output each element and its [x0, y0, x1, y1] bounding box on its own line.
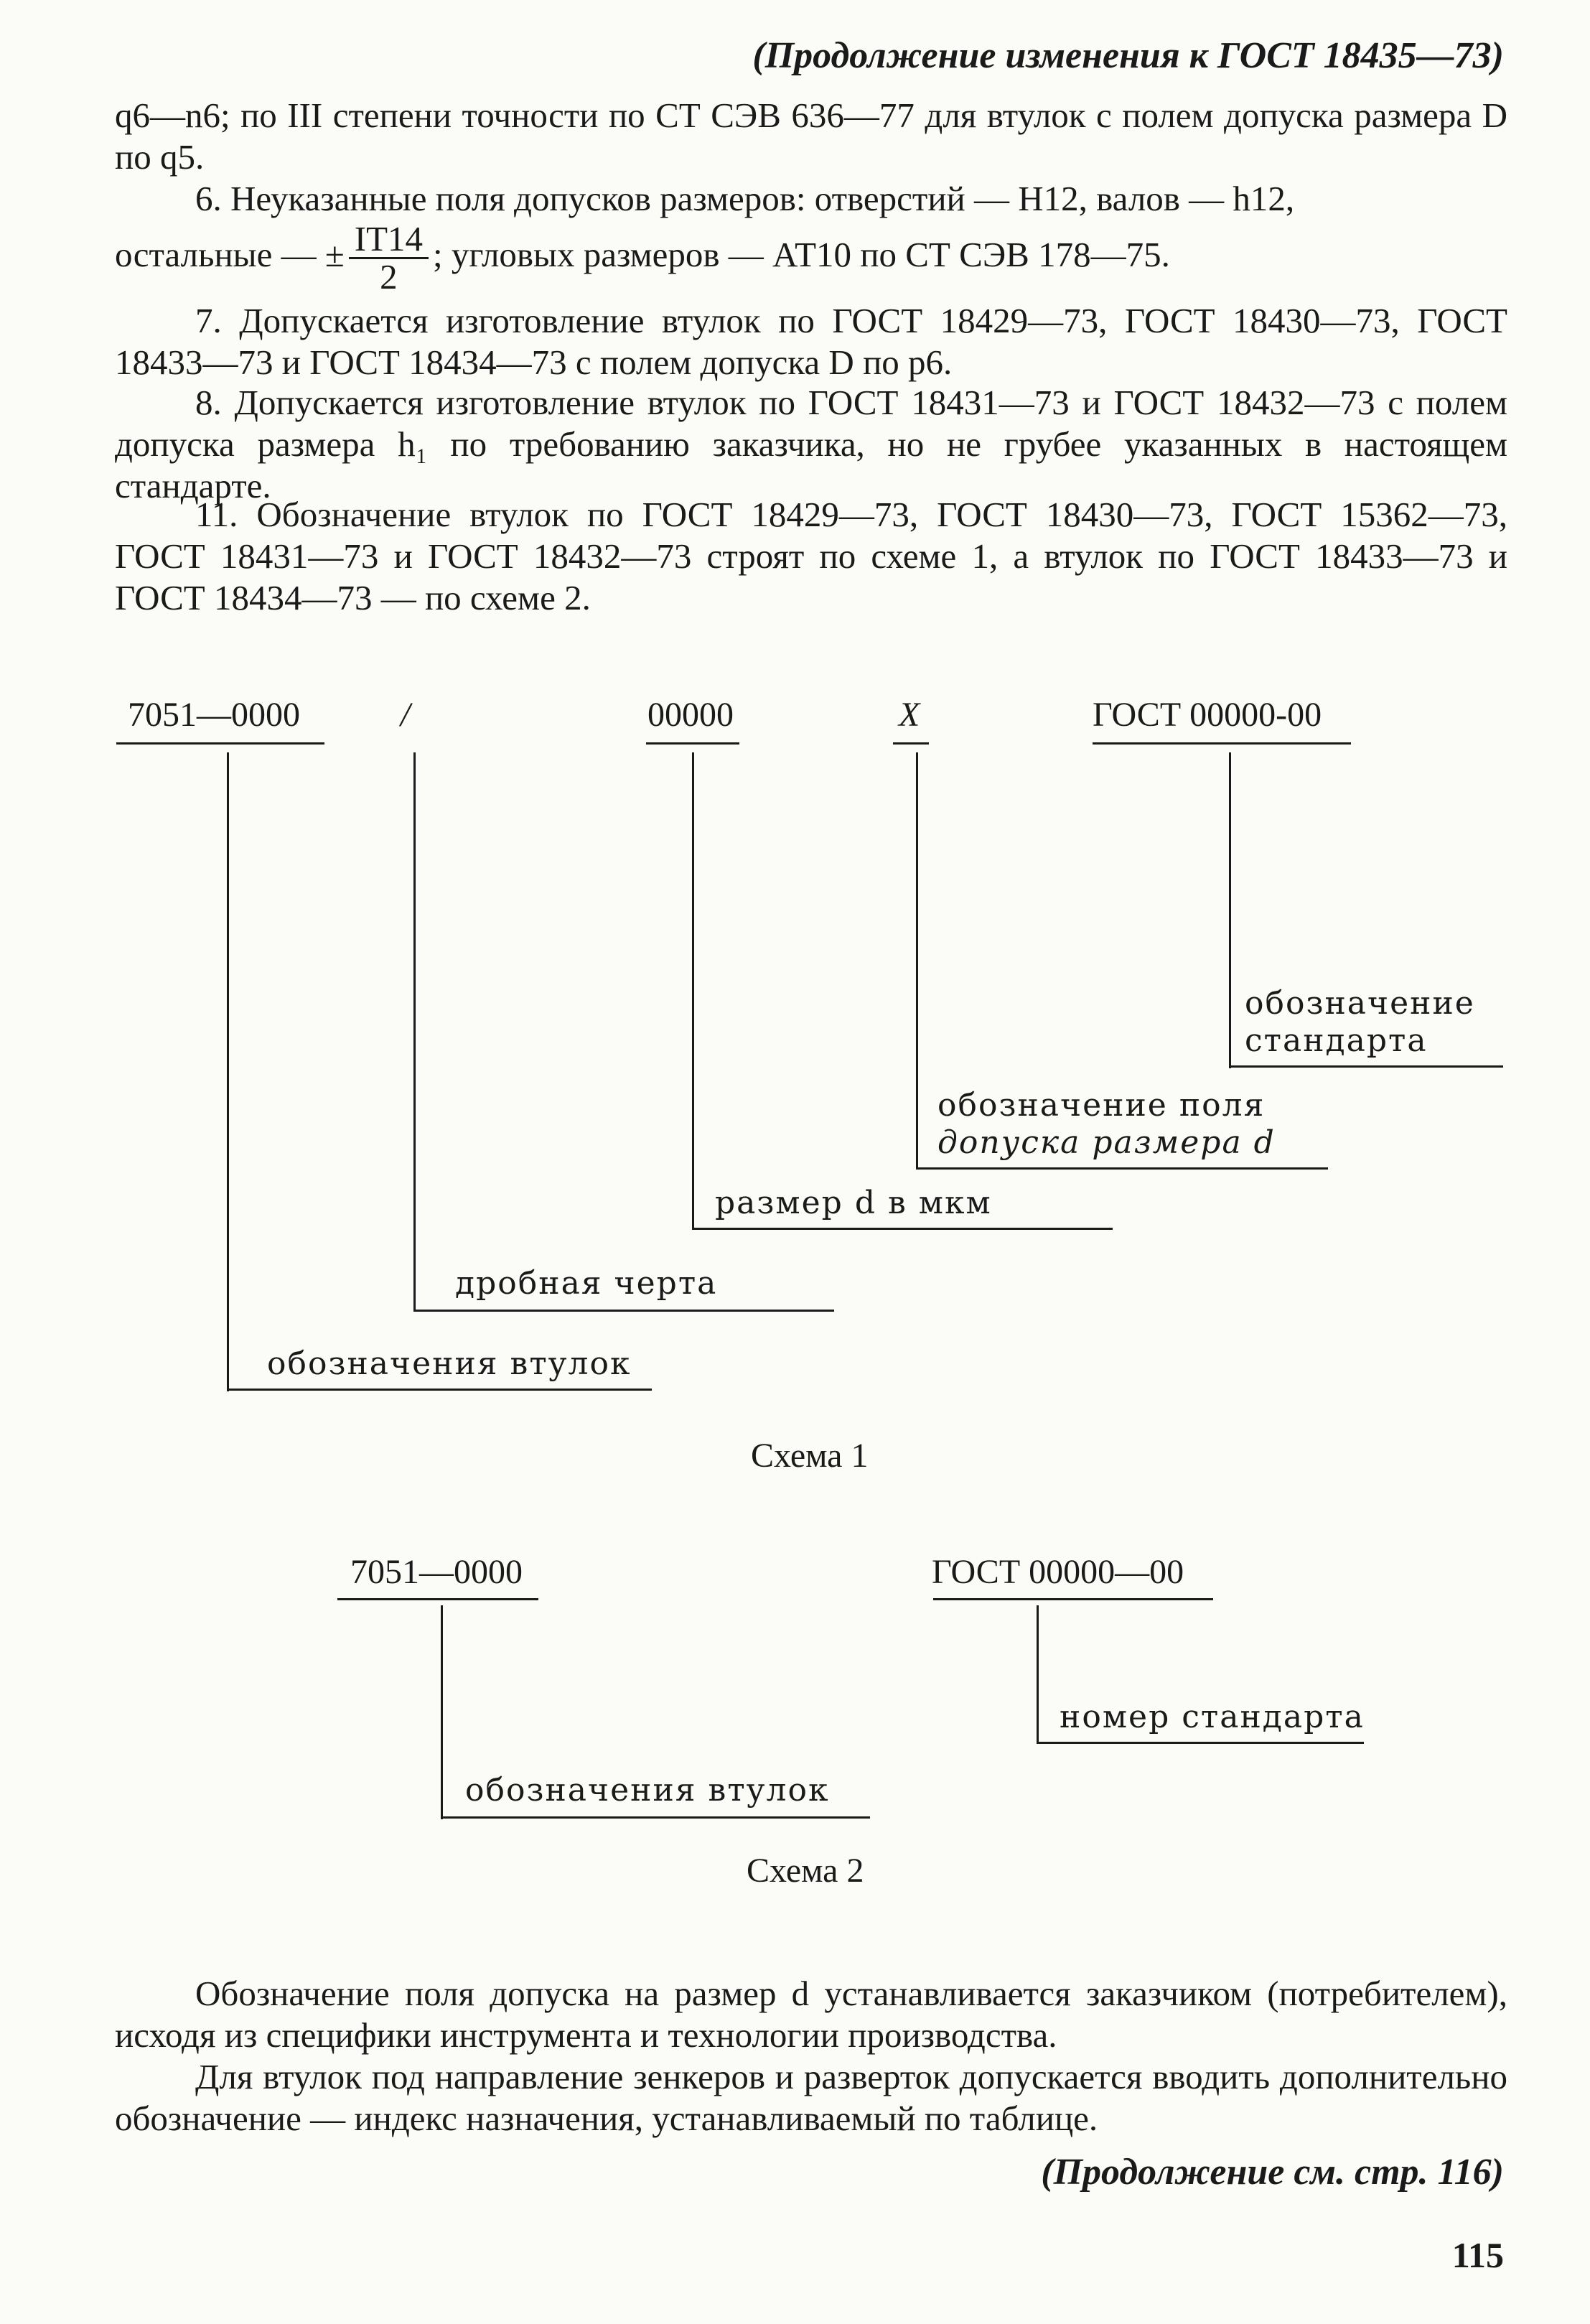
- scheme1-baseline-2: [413, 1310, 834, 1312]
- paragraph-6-post: ; угловых размеров — АТ10 по СТ СЭВ 178—…: [433, 234, 1170, 274]
- scheme1-leader-4: [916, 752, 918, 1169]
- scheme1-code-x: X: [899, 696, 920, 734]
- scheme2-caption: Схема 2: [747, 1852, 864, 1890]
- fraction-denominator: 2: [380, 257, 398, 297]
- scheme1-underline-4: [893, 742, 929, 745]
- scheme2-baseline-2: [1037, 1742, 1364, 1744]
- paragraph-11: 11. Обозначение втулок по ГОСТ 18429—73,…: [115, 495, 1507, 617]
- scheme1-label-3: размер d в мкм: [715, 1185, 992, 1221]
- scheme1-baseline-5: [1229, 1065, 1503, 1068]
- scheme1-baseline-3: [692, 1228, 1113, 1230]
- scheme1-baseline-1: [227, 1389, 652, 1391]
- scheme1-code-gost: ГОСТ 00000-00: [1093, 696, 1322, 734]
- fraction-numerator: IT14: [348, 221, 429, 259]
- scheme2-label-2: номер стандарта: [1060, 1699, 1365, 1735]
- scheme1-caption: Схема 1: [751, 1437, 869, 1475]
- scheme2-label-1: обозначения втулок: [465, 1772, 830, 1809]
- after-paragraph-2: Для втулок под направление зенкеров и ра…: [115, 2057, 1507, 2138]
- scheme2-code-designation: 7051—0000: [350, 1553, 523, 1591]
- scheme1-label-1: обозначения втулок: [267, 1345, 632, 1382]
- scheme1-underline-3: [646, 742, 739, 745]
- paragraph-6: 6. Неуказанные поля допусков размеров: о…: [115, 178, 1507, 295]
- paragraph-6-line-1: 6. Неуказанные поля допусков размеров: о…: [195, 179, 1295, 218]
- intro-paragraph: q6—n6; по III степени точности по СТ СЭВ…: [115, 95, 1507, 177]
- scheme1-label-5b: стандарта: [1245, 1022, 1428, 1059]
- after-paragraph-1: Обозначение поля допуска на размер d уст…: [115, 1974, 1507, 2055]
- scheme1-leader-1: [227, 752, 229, 1391]
- scheme1-code-designation: 7051—0000: [128, 696, 300, 734]
- scheme1-baseline-4: [916, 1167, 1328, 1170]
- scheme1-underline-1: [116, 742, 324, 745]
- scheme1-label-4b: допуска размера d: [937, 1124, 1276, 1161]
- scheme2-underline-2: [933, 1598, 1213, 1600]
- scheme2-leader-2: [1037, 1605, 1039, 1742]
- paragraph-7: 7. Допускается изготовление втулок по ГО…: [115, 301, 1507, 382]
- scheme2-baseline-1: [441, 1816, 870, 1819]
- scheme1-leader-2: [413, 752, 416, 1311]
- scheme2-leader-1: [441, 1605, 443, 1819]
- scheme2-underline-1: [337, 1598, 538, 1600]
- scheme1-label-5a: обозначение: [1245, 985, 1475, 1022]
- scheme1-leader-5: [1229, 752, 1231, 1068]
- scheme2-code-gost: ГОСТ 00000—00: [932, 1553, 1184, 1591]
- scheme1-label-2: дробная черта: [455, 1265, 718, 1302]
- scheme1-leader-3: [692, 752, 694, 1229]
- paragraph-8: 8. Допускается изготовление втулок по ГО…: [115, 383, 1507, 505]
- page-header: (Продолжение изменения к ГОСТ 18435—73): [752, 35, 1504, 76]
- paragraph-6-pre: остальные — ±: [115, 234, 345, 274]
- scheme1-code-slash: /: [401, 696, 411, 734]
- scheme1-label-4a: обозначение поля: [937, 1087, 1266, 1124]
- page-number: 115: [1451, 2235, 1504, 2275]
- scheme1-underline-5: [1093, 742, 1351, 745]
- scheme1-code-size: 00000: [647, 696, 734, 734]
- continuation-note: (Продолжение см. стр. 116): [1041, 2152, 1504, 2193]
